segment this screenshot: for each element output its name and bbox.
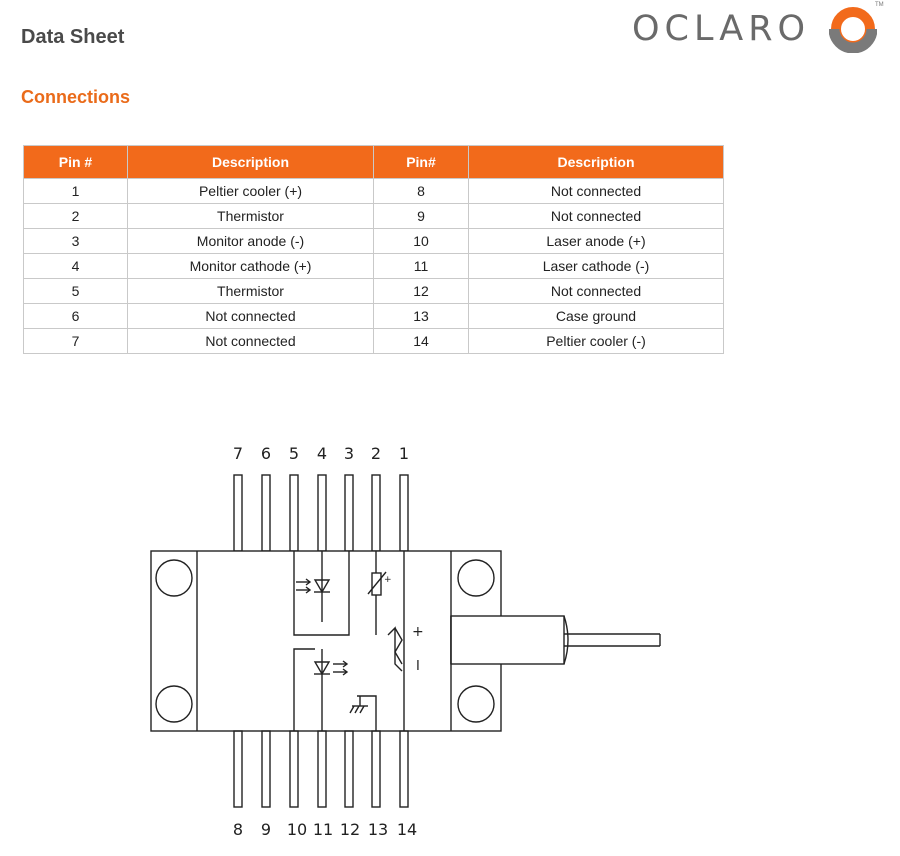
bottom-pin-label: 14 bbox=[397, 820, 417, 839]
table-cell: Case ground bbox=[468, 303, 724, 329]
table-cell: 1 bbox=[23, 178, 128, 204]
table-cell: Laser anode (+) bbox=[468, 228, 724, 254]
table-cell: Peltier cooler (+) bbox=[127, 178, 374, 204]
table-row: 6 Not connected 13 Case ground bbox=[23, 303, 724, 329]
top-pin-label: 3 bbox=[344, 444, 354, 463]
logo-ring-icon bbox=[829, 7, 877, 53]
case-ground-symbol bbox=[349, 695, 377, 731]
top-pin-label: 7 bbox=[233, 444, 243, 463]
table-cell: Not connected bbox=[468, 278, 724, 304]
pin-connections-table: Pin # Description Pin# Description 1 Pel… bbox=[23, 145, 724, 354]
section-title: Connections bbox=[21, 87, 131, 107]
table-cell: 12 bbox=[373, 278, 469, 304]
table-cell: 13 bbox=[373, 303, 469, 329]
top-pin-label: 6 bbox=[261, 444, 271, 463]
bottom-pin-label: 11 bbox=[313, 820, 333, 839]
logo-wordmark: OCLARO bbox=[632, 9, 811, 49]
bottom-pin-label: 12 bbox=[340, 820, 360, 839]
table-cell: 14 bbox=[373, 328, 469, 354]
logo-trademark: TM bbox=[875, 2, 884, 8]
table-row: 4 Monitor cathode (+) 11 Laser cathode (… bbox=[23, 253, 724, 279]
bottom-pin-label: 10 bbox=[287, 820, 307, 839]
table-cell: 6 bbox=[23, 303, 128, 329]
svg-text:+: + bbox=[384, 575, 392, 585]
table-cell: 10 bbox=[373, 228, 469, 254]
table-cell: 11 bbox=[373, 253, 469, 279]
peltier-cooler-circuit: + I bbox=[387, 624, 424, 674]
laser-diode-circuit bbox=[293, 648, 349, 731]
oclaro-logo: OCLARO TM bbox=[632, 2, 884, 56]
table-cell: Not connected bbox=[127, 303, 374, 329]
bottom-pin-label: 9 bbox=[261, 820, 271, 839]
minus-sign: I bbox=[416, 659, 420, 674]
plus-sign: + bbox=[412, 624, 424, 640]
package-pinout-diagram: 7 6 5 4 3 2 1 + bbox=[150, 444, 661, 839]
column-header: Pin # bbox=[23, 145, 128, 179]
table-cell: Not connected bbox=[468, 178, 724, 204]
table-row: 2 Thermistor 9 Not connected bbox=[23, 203, 724, 229]
table-cell: 7 bbox=[23, 328, 128, 354]
top-pin-label: 1 bbox=[399, 444, 409, 463]
table-row: 1 Peltier cooler (+) 8 Not connected bbox=[23, 178, 724, 204]
thermistor-circuit: + bbox=[367, 551, 392, 635]
monitor-photodiode-circuit bbox=[293, 551, 350, 636]
table-cell: Monitor cathode (+) bbox=[127, 253, 374, 279]
table-cell: Thermistor bbox=[127, 203, 374, 229]
fiber-pigtail bbox=[450, 615, 661, 665]
column-header: Description bbox=[127, 145, 374, 179]
top-pin-label: 4 bbox=[317, 444, 327, 463]
table-cell: 2 bbox=[23, 203, 128, 229]
table-header-row: Pin # Description Pin# Description bbox=[23, 145, 724, 179]
bottom-pin-label: 8 bbox=[233, 820, 243, 839]
table-cell: Not connected bbox=[127, 328, 374, 354]
page-title: Data Sheet bbox=[21, 26, 125, 48]
package-body bbox=[150, 550, 502, 732]
table-cell: 3 bbox=[23, 228, 128, 254]
table-cell: Monitor anode (-) bbox=[127, 228, 374, 254]
table-cell: 4 bbox=[23, 253, 128, 279]
bottom-pin-label: 13 bbox=[368, 820, 388, 839]
top-pin-label: 5 bbox=[289, 444, 299, 463]
table-row: 5 Thermistor 12 Not connected bbox=[23, 278, 724, 304]
table-cell: 5 bbox=[23, 278, 128, 304]
column-header: Description bbox=[468, 145, 724, 179]
top-pin-label: 2 bbox=[371, 444, 381, 463]
column-header: Pin# bbox=[373, 145, 469, 179]
table-cell: Peltier cooler (-) bbox=[468, 328, 724, 354]
table-cell: Thermistor bbox=[127, 278, 374, 304]
table-row: 7 Not connected 14 Peltier cooler (-) bbox=[23, 328, 724, 354]
table-cell: 8 bbox=[373, 178, 469, 204]
table-cell: Laser cathode (-) bbox=[468, 253, 724, 279]
table-row: 3 Monitor anode (-) 10 Laser anode (+) bbox=[23, 228, 724, 254]
bottom-pins bbox=[233, 730, 409, 808]
table-cell: Not connected bbox=[468, 203, 724, 229]
top-pins bbox=[233, 474, 409, 552]
table-cell: 9 bbox=[373, 203, 469, 229]
